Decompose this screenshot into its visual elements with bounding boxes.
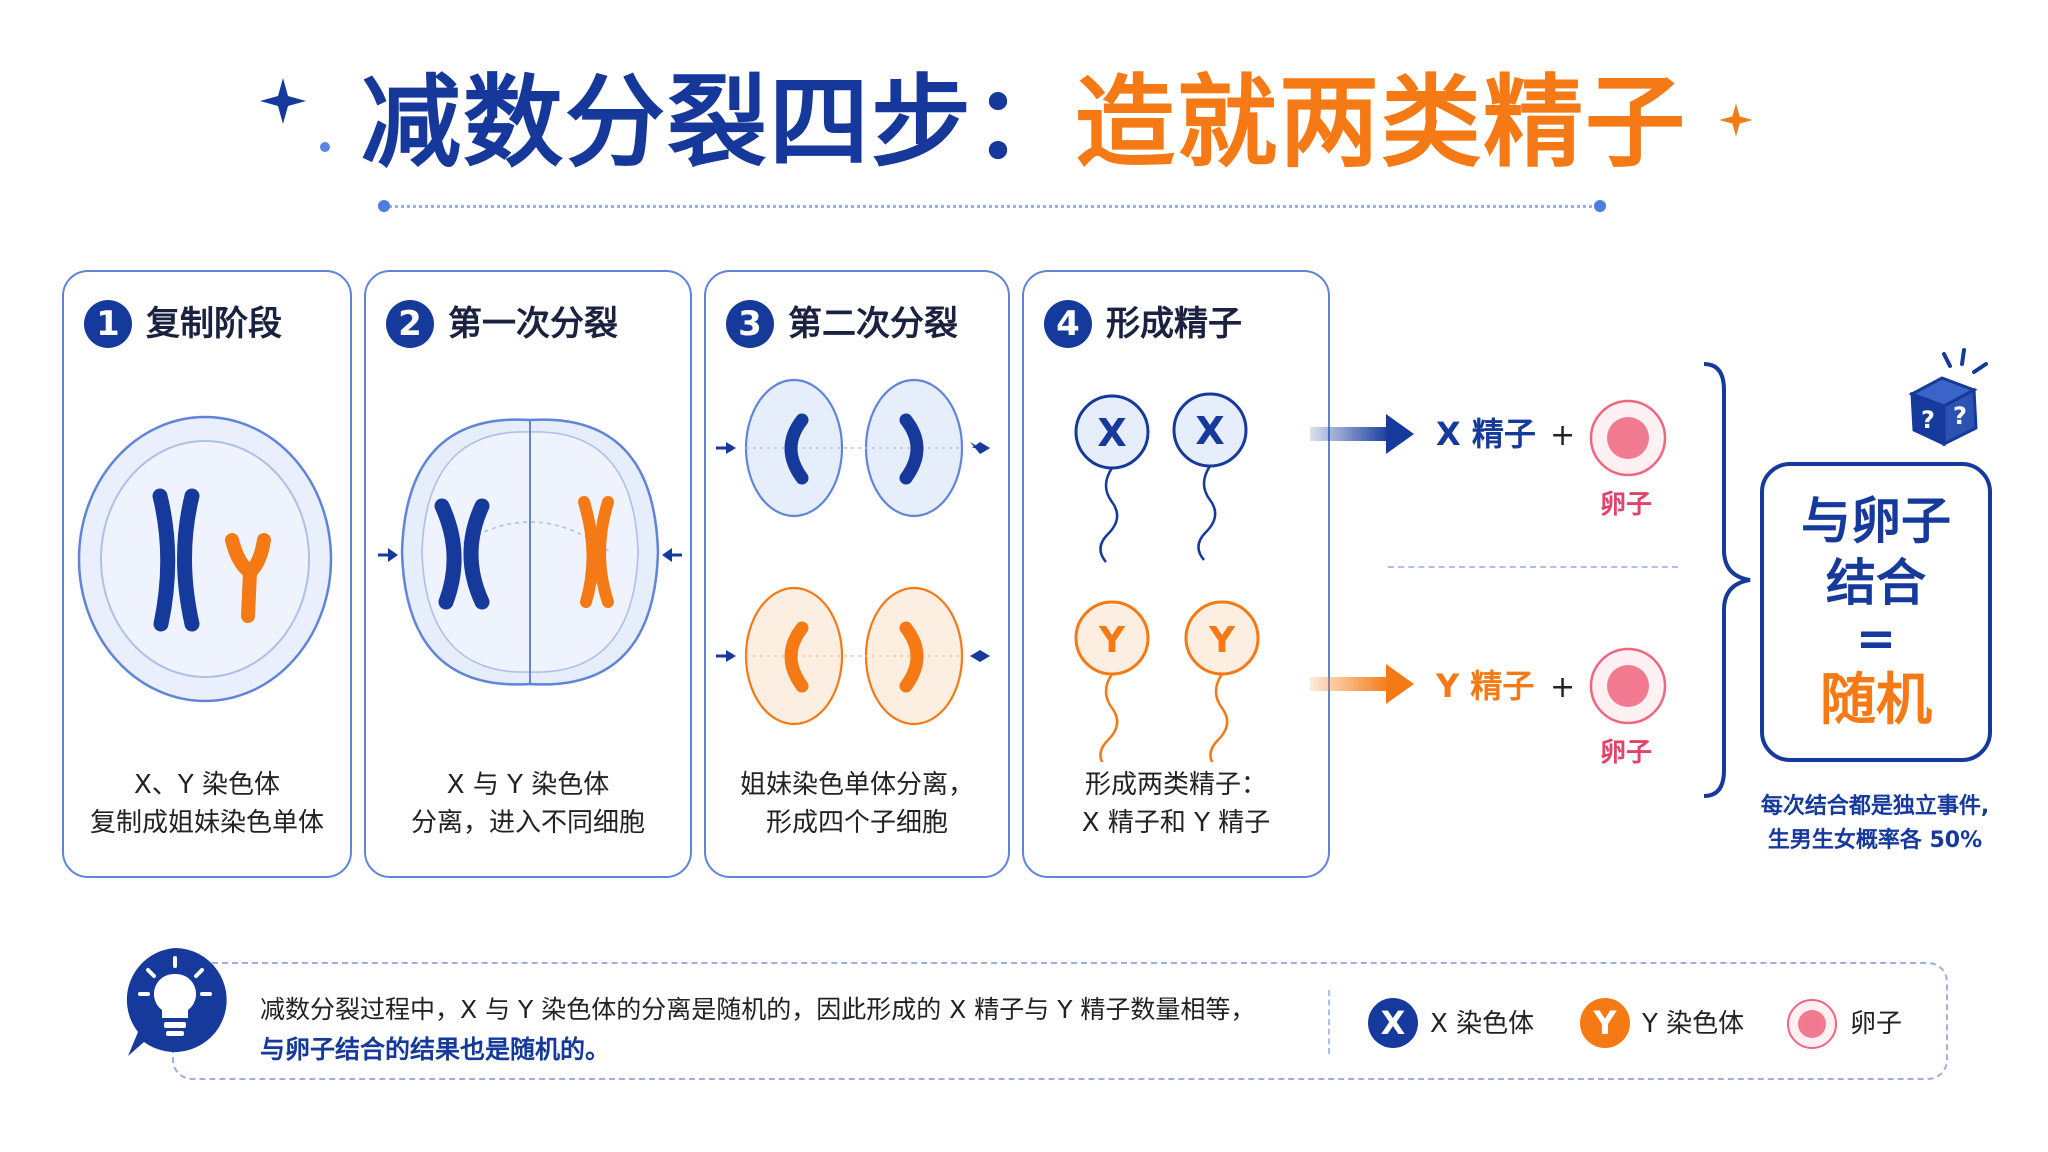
decor-dot bbox=[320, 142, 330, 152]
step-caption: 姐妹染色单体分离， 形成四个子细胞 bbox=[739, 770, 974, 838]
egg-icon bbox=[1589, 647, 1667, 725]
title-divider bbox=[388, 205, 1600, 208]
legend-x-label: X 染色体 bbox=[1430, 1009, 1535, 1039]
lightbulb-icon bbox=[126, 948, 227, 1056]
legend-divider bbox=[1328, 990, 1330, 1054]
step-title: 第一次分裂 bbox=[448, 304, 618, 344]
step-number-badge: 1 bbox=[84, 300, 132, 348]
arrow-right-icon-orange bbox=[1310, 664, 1414, 704]
sparkle-icon-right bbox=[1719, 103, 1753, 137]
sperm-letter-y: Y bbox=[1098, 620, 1126, 661]
step-title: 第二次分裂 bbox=[788, 304, 958, 344]
probability-note-1: 每次结合都是独立事件, bbox=[1760, 794, 1990, 819]
divider-dot-right bbox=[1594, 200, 1606, 212]
step-title: 形成精子 bbox=[1106, 304, 1242, 344]
egg-label: 卵子 bbox=[1600, 738, 1653, 768]
page-title: 减数分裂四步：造就两类精子 bbox=[0, 58, 2048, 188]
plus-sign: + bbox=[1550, 670, 1576, 705]
combine-line-3: 随机 bbox=[1820, 668, 1932, 733]
probability-note-2: 生男生女概率各 50% bbox=[1767, 828, 1983, 853]
y-chromosome bbox=[225, 533, 271, 623]
combine-equals: = bbox=[1855, 611, 1897, 667]
sperm-letter-x: X bbox=[1195, 409, 1224, 453]
cell-with-xy-chromosomes bbox=[77, 415, 333, 703]
x-chromosome bbox=[434, 498, 490, 610]
sperm-letter-y: Y bbox=[1208, 620, 1236, 661]
arrow-in-icon bbox=[378, 548, 682, 562]
combine-random-box: 与卵子 结合 = 随机 bbox=[1760, 462, 1992, 762]
step-caption: 形成两类精子： X 精子和 Y 精子 bbox=[1081, 770, 1271, 838]
summary-text-line-2: 与卵子结合的结果也是随机的。 bbox=[260, 1035, 611, 1064]
sperm-letter-x: X bbox=[1097, 411, 1126, 455]
svg-text:?: ? bbox=[1921, 406, 1935, 434]
egg-icon bbox=[1589, 399, 1667, 477]
x-chromosome-orange bbox=[578, 496, 614, 608]
egg-label: 卵子 bbox=[1600, 490, 1653, 520]
step-panel-1: 1 复制阶段 X、Y 染色体 复制成姐妹染色单体 bbox=[62, 270, 352, 878]
summary-text-line-1: 减数分裂过程中，X 与 Y 染色体的分离是随机的，因此形成的 X 精子与 Y 精… bbox=[260, 995, 1256, 1024]
brace-icon bbox=[1703, 362, 1751, 798]
step-panel-3: 3 第二次分裂 姐妹染色单体分离， 形成四个子细胞 bbox=[704, 270, 1010, 878]
step-caption: X、Y 染色体 复制成姐妹染色单体 bbox=[89, 770, 324, 838]
sperm-cells: X X Y Y bbox=[1074, 392, 1260, 762]
legend-x-icon: X bbox=[1368, 998, 1418, 1048]
title-part-orange: 造就两类精子 bbox=[1075, 64, 1687, 181]
legend-egg-label: 卵子 bbox=[1850, 1009, 1903, 1039]
x-sperm-icon bbox=[1074, 394, 1150, 563]
combine-line-2: 结合 bbox=[1826, 554, 1926, 612]
title-part-blue: 减数分裂四步： bbox=[361, 64, 1075, 181]
step-number-badge: 2 bbox=[386, 300, 434, 348]
sparkle-icon-left bbox=[260, 78, 306, 124]
x-chromosome bbox=[152, 488, 200, 632]
arrow-right-icon-blue bbox=[1310, 414, 1414, 454]
step-title: 复制阶段 bbox=[146, 304, 282, 344]
y-sperm-label: Y 精子 bbox=[1436, 667, 1535, 705]
y-sperm-icon bbox=[1074, 600, 1150, 762]
legend-y-icon: Y bbox=[1580, 998, 1630, 1048]
cell-dividing-first bbox=[378, 418, 682, 686]
combine-line-1: 与卵子 bbox=[1801, 492, 1951, 550]
x-sperm-icon bbox=[1172, 392, 1248, 561]
summary-bar bbox=[172, 962, 1948, 1080]
step-number-badge: 4 bbox=[1044, 300, 1092, 348]
svg-text:?: ? bbox=[1953, 402, 1967, 430]
divider-dot-left bbox=[378, 200, 390, 212]
step-panel-2: 2 第一次分裂 X 与 Y 染色体 分离，进入不同细胞 bbox=[364, 270, 692, 878]
legend-y-label: Y 染色体 bbox=[1642, 1009, 1745, 1039]
step-panel-4: 4 形成精子 X X Y Y 形成两类精子： X 精子和 Y 精子 bbox=[1022, 270, 1330, 878]
results-divider bbox=[1388, 566, 1678, 568]
legend-egg-icon bbox=[1787, 999, 1837, 1049]
step-number-badge: 3 bbox=[726, 300, 774, 348]
plus-sign: + bbox=[1550, 418, 1576, 453]
y-sperm-icon bbox=[1184, 600, 1260, 762]
cells-dividing-second bbox=[716, 378, 990, 726]
dice-icon: ? ? bbox=[1908, 348, 1988, 447]
step-caption: X 与 Y 染色体 分离，进入不同细胞 bbox=[410, 770, 645, 838]
x-sperm-label: X 精子 bbox=[1436, 415, 1536, 453]
